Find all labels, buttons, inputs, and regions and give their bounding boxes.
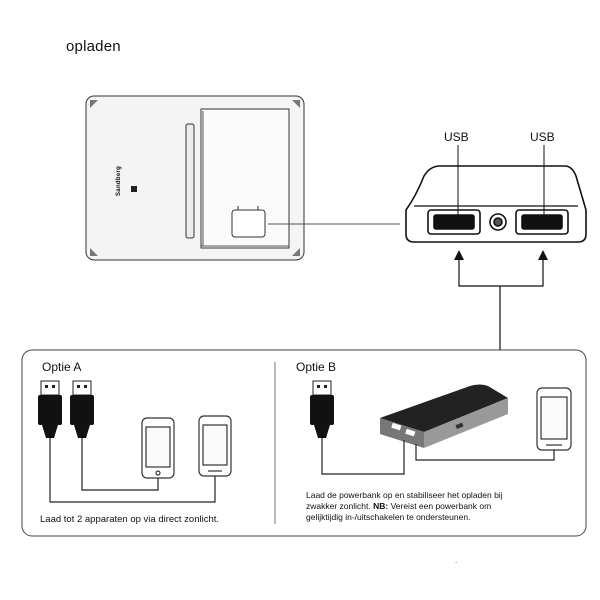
sandberg-logo: Sandberg	[116, 152, 160, 196]
option-b-caption-prefix: zwakker zonlicht.	[306, 501, 374, 511]
option-b-label: Optie B	[296, 360, 337, 374]
option-b-caption-line3: gelijktijdig in-/uitschakelen te onderst…	[306, 512, 471, 522]
option-b-caption-line2: zwakker zonlicht. NB: Vereist een powerb…	[306, 501, 556, 512]
brand-text: Sandberg	[116, 165, 122, 196]
usb-plug-icon	[70, 380, 94, 438]
arrow-up-left-icon	[454, 250, 464, 260]
usb-junction-box	[405, 165, 587, 243]
option-b-cables	[321, 438, 555, 475]
usb-plug-icon	[310, 380, 334, 438]
phone-icon	[141, 417, 175, 479]
option-b-caption-line1: Laad de powerbank op en stabiliseer het …	[306, 490, 503, 500]
page-title: opladen	[66, 38, 121, 55]
option-b-caption: Laad de powerbank op en stabiliseer het …	[306, 490, 556, 523]
option-b-caption-suffix: Vereist een powerbank om	[388, 501, 492, 511]
usb-plug-icon	[38, 380, 62, 438]
option-b-note-label: NB:	[373, 501, 389, 511]
solar-panel	[85, 95, 305, 261]
option-a-label: Optie A	[42, 360, 82, 374]
phone-icon	[198, 415, 232, 477]
option-a-cables	[49, 438, 216, 503]
sandberg-logo-icon	[131, 186, 137, 192]
phone-icon	[536, 387, 572, 451]
connection-arrows	[458, 258, 544, 350]
arrow-up-right-icon	[538, 250, 548, 260]
option-a-caption: Laad tot 2 apparaten op via direct zonli…	[40, 514, 220, 525]
usb-label-right: USB	[530, 130, 555, 144]
options-frame	[21, 349, 587, 537]
footer-mark: .	[455, 556, 458, 565]
usb-label-left: USB	[444, 130, 469, 144]
powerbank-icon	[380, 384, 508, 448]
